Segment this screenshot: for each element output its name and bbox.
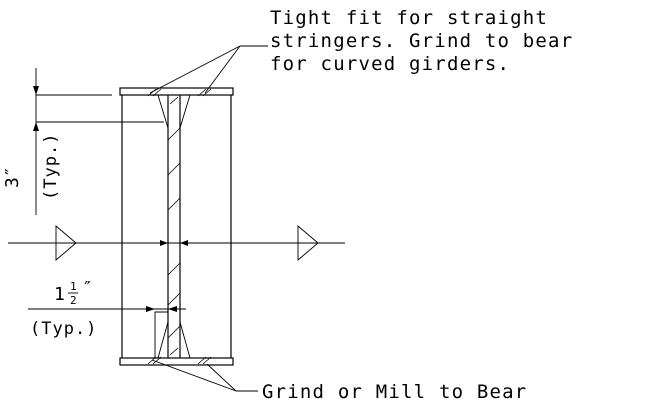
section-cut-line bbox=[8, 225, 345, 261]
web-hatching bbox=[167, 127, 181, 339]
horizontal-dim-inch: ″ bbox=[82, 278, 93, 299]
horizontal-dim-numerator: 1 bbox=[70, 280, 77, 293]
bottom-fillet-right bbox=[179, 321, 191, 359]
horizontal-dimension: 1 1 2 ″ (Typ.) bbox=[28, 278, 186, 339]
girder-section bbox=[119, 87, 234, 366]
bottom-flange bbox=[119, 357, 234, 366]
vert-arrow-up-icon bbox=[33, 122, 39, 131]
top-flange bbox=[119, 87, 234, 96]
cut-arrow-left-icon bbox=[55, 225, 77, 261]
vertical-dimension: 3″ (Typ.) bbox=[2, 68, 164, 215]
top-weld-hatch bbox=[147, 88, 212, 105]
top-fillet-right bbox=[179, 94, 191, 129]
horizontal-dim-note: (Typ.) bbox=[30, 319, 97, 339]
top-leader-left bbox=[149, 45, 241, 94]
vert-arrow-down-icon bbox=[33, 86, 39, 95]
web-arrow-left-icon bbox=[160, 240, 168, 246]
cut-arrow-right-icon bbox=[297, 225, 319, 261]
horiz-arrow-left-icon bbox=[168, 306, 177, 312]
horiz-arrow-right-icon bbox=[146, 306, 155, 312]
horizontal-dim-denominator: 2 bbox=[70, 294, 77, 307]
note-top-line-2: stringers. Grind to bear bbox=[270, 30, 573, 52]
horizontal-dim-whole: 1 bbox=[54, 284, 65, 305]
vertical-dim-value: 3″ bbox=[2, 166, 23, 188]
bottom-clip-outline bbox=[154, 311, 168, 358]
top-note-leaders bbox=[149, 45, 268, 94]
web-arrow-right-icon bbox=[180, 240, 188, 246]
bottom-leader-right bbox=[206, 363, 237, 392]
note-bottom: Grind or Mill to Bear bbox=[262, 381, 527, 403]
bottom-weld-hatch bbox=[147, 347, 212, 365]
note-top-line-1: Tight fit for straight bbox=[270, 7, 548, 29]
top-fillet-left bbox=[157, 94, 169, 129]
vertical-dim-note: (Typ.) bbox=[41, 133, 61, 200]
note-top-line-3: for curved girders. bbox=[270, 53, 510, 75]
top-leader-right bbox=[204, 45, 241, 94]
bottom-fillet-left bbox=[157, 321, 169, 359]
